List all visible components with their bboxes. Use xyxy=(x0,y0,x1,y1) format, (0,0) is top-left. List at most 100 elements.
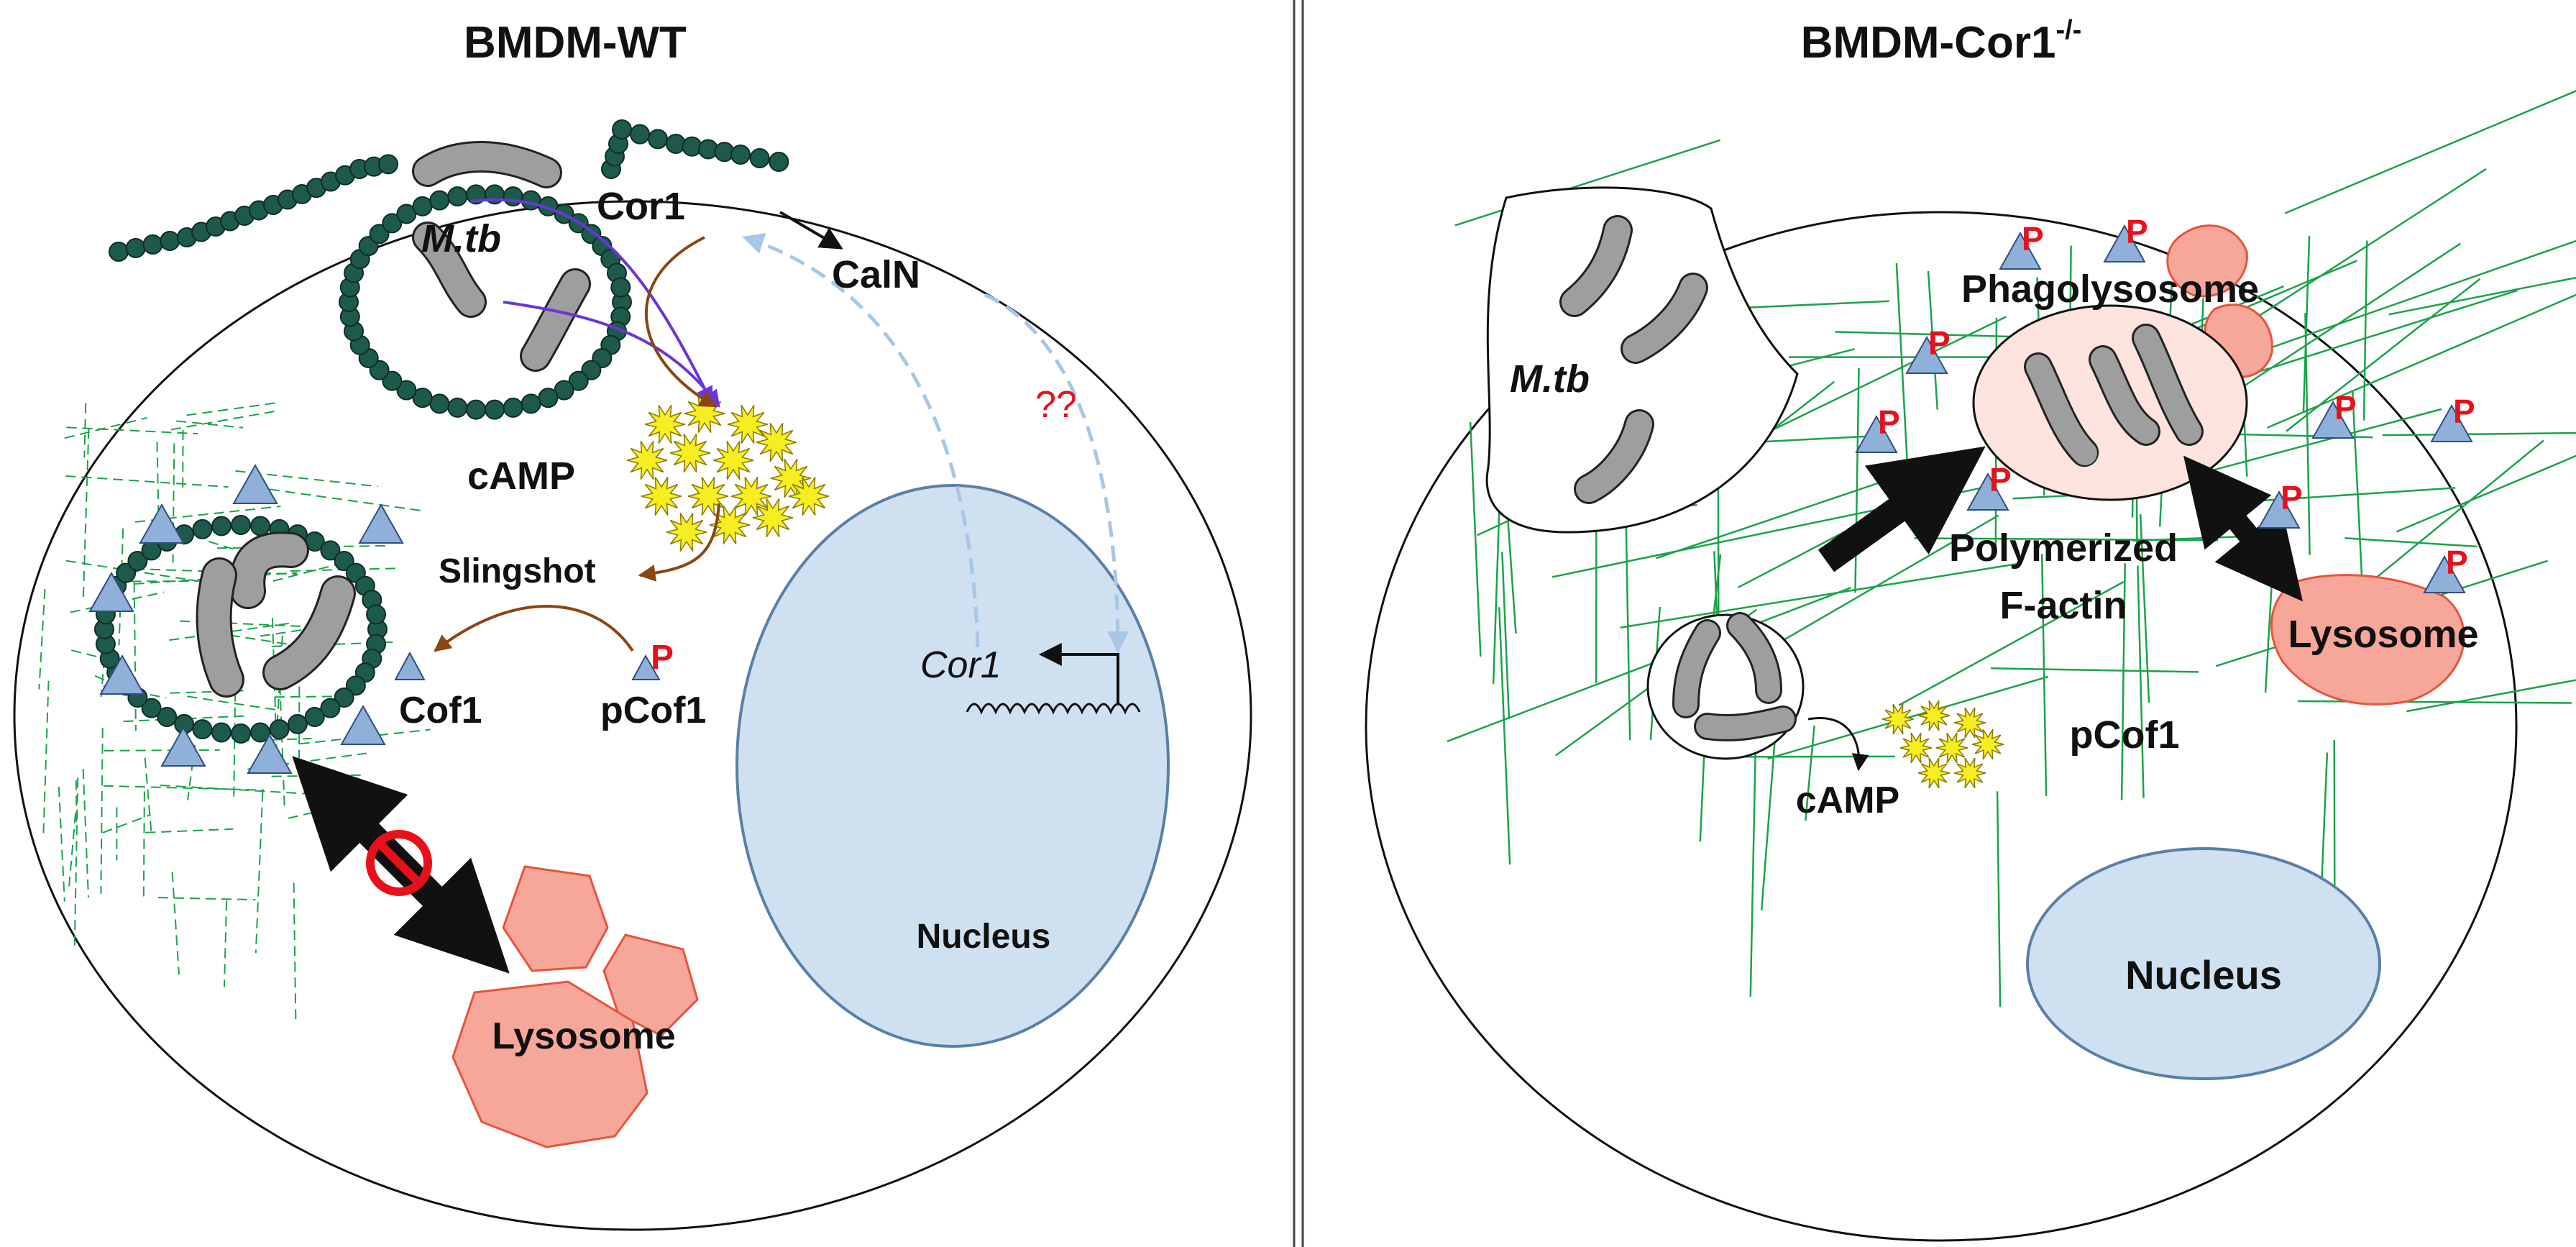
coronin-bead xyxy=(320,698,341,718)
actin-filament xyxy=(170,410,278,431)
coronin-bead xyxy=(412,196,433,216)
camp-burst xyxy=(1917,757,1951,789)
actin-filament xyxy=(2120,563,2126,800)
wt-cell-membrane xyxy=(13,200,1252,1231)
actin-filament xyxy=(157,897,256,901)
actin-filament xyxy=(171,872,180,975)
phospho-label: P xyxy=(1928,324,1951,362)
actin-filament xyxy=(2266,293,2576,429)
actin-filament xyxy=(169,622,293,641)
wt-nucleus xyxy=(735,484,1170,1048)
actin-filament xyxy=(1898,580,2124,706)
ko-panel: BMDM-Cor1-/- M.tb xyxy=(1365,15,2576,1242)
actin-filament xyxy=(2344,536,2478,548)
phospho-label: P xyxy=(2446,544,2468,581)
coronin-bead xyxy=(287,713,308,734)
actin-filament xyxy=(239,738,312,742)
camp-burst xyxy=(756,422,797,462)
mtb-bacterium xyxy=(1623,275,1706,362)
wt-cof1-label: Cof1 xyxy=(399,690,482,731)
cofilin-triangle xyxy=(358,503,404,544)
wt-pcof1-label: pCof1 xyxy=(600,690,706,731)
mtb-to-camp-arrow xyxy=(470,198,713,405)
ko-nucleus xyxy=(2026,847,2381,1080)
actin-filament xyxy=(1991,667,2199,673)
actin-filament xyxy=(1854,367,1860,593)
camp-burst xyxy=(730,476,772,516)
actin-filament xyxy=(133,582,137,731)
coronin-bead xyxy=(269,719,290,740)
gene-promoter-arrow xyxy=(1038,643,1119,705)
cofilin-triangle xyxy=(340,704,386,745)
phospho-triangle xyxy=(1855,414,1898,453)
mtb-bacterium xyxy=(1562,217,1631,315)
actin-filament xyxy=(118,528,124,646)
camp-to-slingshot-arrow xyxy=(638,503,720,582)
actin-filament xyxy=(100,611,109,698)
actin-filament xyxy=(2396,455,2576,533)
ko-fusion-double-arrow xyxy=(2183,455,2303,602)
coronin-bead xyxy=(429,190,450,211)
wt-mtb-group-1 xyxy=(412,141,591,372)
coronin-bead xyxy=(320,540,341,561)
mtb-bacterium xyxy=(2026,355,2097,465)
actin-filament xyxy=(75,780,78,827)
camp-burst xyxy=(1917,700,1951,731)
coronin-bead xyxy=(466,399,487,420)
coronin-bead xyxy=(484,399,505,420)
coronin-bead xyxy=(568,370,589,391)
mtb-bacterium xyxy=(1696,708,1795,739)
coronin-bead xyxy=(369,224,390,245)
coronin-bead xyxy=(554,380,574,401)
actin-filament xyxy=(64,417,147,439)
mtb-bacterium xyxy=(414,224,485,316)
coronin-bead xyxy=(192,519,213,539)
ko-camp-release-arrow xyxy=(1807,717,1869,772)
actin-filament xyxy=(68,813,77,891)
coronin-bead xyxy=(503,186,523,207)
wt-mtb-group-2 xyxy=(196,531,356,698)
coronin-bead xyxy=(211,722,232,743)
actin-filament xyxy=(1454,139,1721,227)
phospho-label: P xyxy=(2126,213,2148,250)
phospho-triangle xyxy=(1966,472,2009,511)
phospho-label: P xyxy=(1878,403,1900,441)
wt-slingshot-label: Slingshot xyxy=(439,552,596,590)
wt-cofilin-triangles xyxy=(88,463,404,774)
actin-filament xyxy=(58,786,65,902)
actin-filament xyxy=(144,757,152,836)
actin-filament xyxy=(1927,270,1939,410)
coronin-bead xyxy=(211,516,232,536)
actin-filament xyxy=(2237,289,2518,380)
mtb-bacterium xyxy=(522,270,589,370)
actin-filament xyxy=(100,728,104,894)
coronin-bead xyxy=(521,190,541,211)
actin-filament xyxy=(2237,487,2456,503)
actin-filament xyxy=(38,588,46,690)
camp-burst xyxy=(1971,728,2004,760)
coronin-bead xyxy=(250,516,271,536)
coronin-bead xyxy=(429,393,450,414)
coronin-bead xyxy=(366,604,387,625)
mrna-squiggle xyxy=(966,703,1141,715)
wt-panel: BMDM-WT Nucleus xyxy=(13,18,1252,1231)
actin-filament xyxy=(104,749,220,752)
ko-mtb-group-cup xyxy=(1559,215,1708,504)
actin-filament xyxy=(1625,519,1631,741)
actin-filament xyxy=(2351,391,2364,589)
coronin-bead xyxy=(127,551,148,572)
actin-filament xyxy=(274,695,339,698)
actin-filament xyxy=(223,900,228,987)
actin-filament xyxy=(160,784,324,795)
actin-filament xyxy=(2368,439,2544,585)
actin-filament xyxy=(2139,513,2150,703)
phospho-triangle xyxy=(1905,335,1948,374)
coronin-bead xyxy=(109,242,129,262)
ko-camp-label: cAMP xyxy=(1796,780,1899,821)
phospho-label: P xyxy=(2334,389,2357,426)
camp-burst xyxy=(752,498,794,538)
ko-pcof1-label: pCof1 xyxy=(2070,713,2180,757)
coronin-bead xyxy=(345,675,366,696)
coronin-bead xyxy=(382,213,403,234)
actin-filament xyxy=(271,774,363,777)
